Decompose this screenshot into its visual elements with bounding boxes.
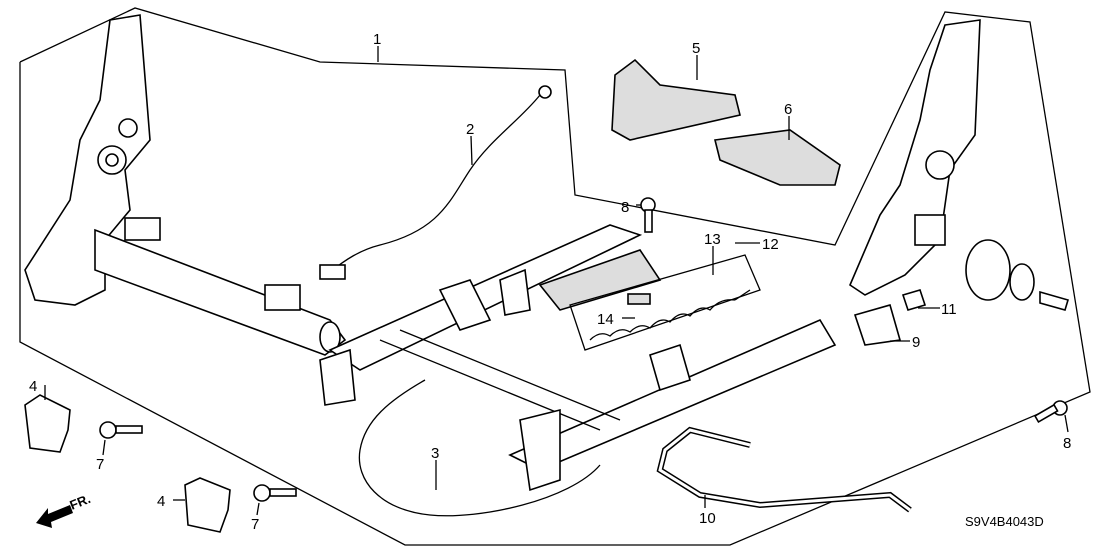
callout-13: 13: [704, 231, 721, 248]
spring-assembly-12: [569, 254, 761, 351]
callout-4b: 4: [157, 493, 165, 510]
seat-frame: [319, 224, 837, 492]
part-6-handle: [714, 129, 841, 186]
leader-lines: [44, 46, 940, 508]
callout-1: 1: [373, 31, 381, 48]
diagram-code: S9V4B4043D: [965, 514, 1044, 529]
rod-10: [656, 426, 912, 513]
part-5-cover: [611, 58, 741, 141]
front-arrow-icon: FR.: [36, 491, 93, 528]
cover-4b: [184, 477, 231, 533]
callout-11: 11: [941, 301, 957, 318]
right-recliner: [849, 19, 1069, 346]
cover-4a: [24, 394, 71, 453]
callout-4a: 4: [29, 378, 37, 395]
callout-8b: 8: [1063, 435, 1071, 452]
bolt-7a: [99, 421, 143, 456]
left-recliner: [24, 14, 347, 356]
assembly-boundary: [19, 7, 1091, 546]
callout-7b: 7: [251, 516, 259, 533]
front-label: FR.: [68, 491, 93, 513]
callout-5: 5: [692, 40, 700, 57]
callout-8a: 8: [621, 199, 629, 216]
rod-10-inner: [658, 428, 911, 512]
callout-9: 9: [912, 334, 920, 351]
cable-2: [319, 85, 552, 280]
callout-2: 2: [466, 121, 474, 138]
callout-3: 3: [431, 445, 439, 462]
callout-12: 12: [762, 236, 779, 253]
callout-6: 6: [784, 101, 792, 118]
callout-7a: 7: [96, 456, 104, 473]
bolt-7b: [253, 484, 297, 516]
callout-10: 10: [699, 510, 716, 527]
callout-14: 14: [597, 311, 614, 328]
bolt-8a: [636, 197, 656, 233]
cable-3: [358, 379, 601, 517]
bolt-8b: [1033, 400, 1069, 433]
